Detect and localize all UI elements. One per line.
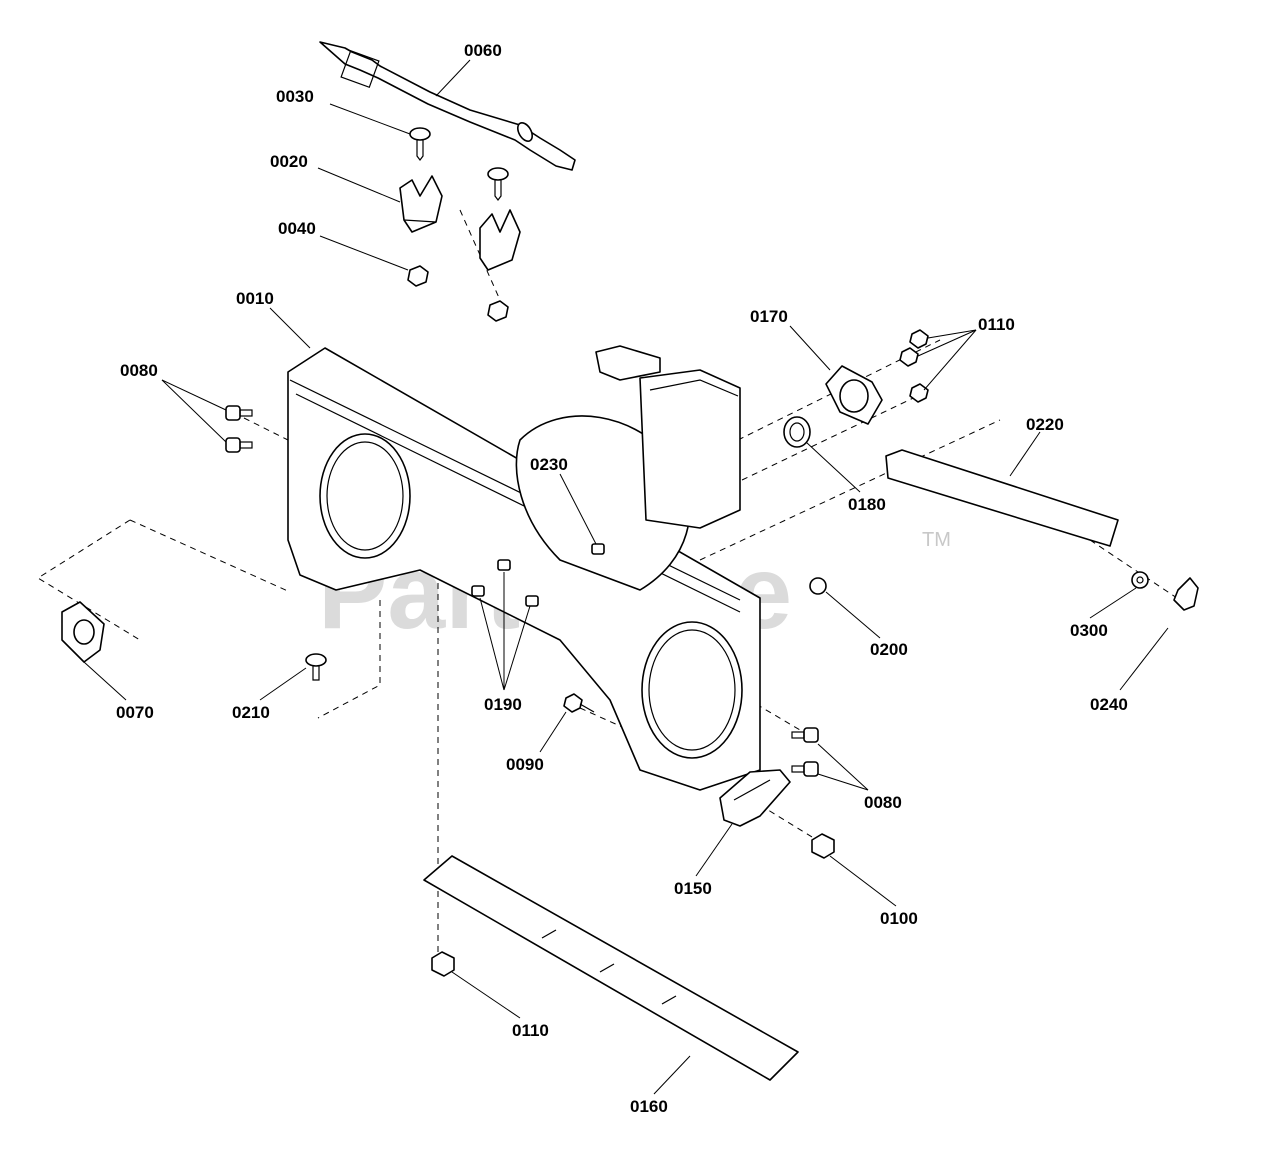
- callout-labels: 0060 0030 0020 0040 0010 0170 0110 0080 …: [116, 41, 1128, 1116]
- scraper-bar-part: [423, 855, 799, 1081]
- callout-0170[interactable]: 0170: [750, 307, 788, 326]
- callout-0220[interactable]: 0220: [1026, 415, 1064, 434]
- callout-0180[interactable]: 0180: [848, 495, 886, 514]
- callout-0200[interactable]: 0200: [870, 640, 908, 659]
- nut-0110-part: [431, 951, 455, 977]
- carriage-bolts-right-part: [791, 727, 819, 777]
- callout-0090[interactable]: 0090: [506, 755, 544, 774]
- chute-base-part: [595, 345, 741, 529]
- callout-0210[interactable]: 0210: [232, 703, 270, 722]
- callout-0160[interactable]: 0160: [630, 1097, 668, 1116]
- nut-part: [407, 265, 509, 322]
- callout-0150[interactable]: 0150: [674, 879, 712, 898]
- wing-nut-part: [1173, 577, 1199, 611]
- clip-left-part: [399, 175, 443, 233]
- clip-right-part: [479, 167, 521, 271]
- callout-0080-left[interactable]: 0080: [120, 361, 158, 380]
- callout-0080-right[interactable]: 0080: [864, 793, 902, 812]
- bolt-0200-part: [809, 577, 827, 595]
- callout-0010[interactable]: 0010: [236, 289, 274, 308]
- callout-0240[interactable]: 0240: [1090, 695, 1128, 714]
- shave-plate-part: [885, 449, 1119, 547]
- screw-part: [409, 127, 431, 161]
- callout-0190[interactable]: 0190: [484, 695, 522, 714]
- nut-0100-part: [811, 833, 835, 859]
- callout-0020[interactable]: 0020: [270, 152, 308, 171]
- callout-0300[interactable]: 0300: [1070, 621, 1108, 640]
- handle-rod-part: [319, 41, 576, 171]
- callout-0030[interactable]: 0030: [276, 87, 314, 106]
- callout-0040[interactable]: 0040: [278, 219, 316, 238]
- leader-lines: [83, 59, 1169, 1095]
- washer-part: [1131, 571, 1149, 589]
- flange-nuts-part: [899, 329, 929, 403]
- bolt-0230-part: [591, 543, 605, 555]
- callout-0070[interactable]: 0070: [116, 703, 154, 722]
- callout-0230[interactable]: 0230: [530, 455, 568, 474]
- bolts-center-part: [471, 559, 539, 607]
- skid-shoe-part: [719, 769, 791, 827]
- watermark-tm: TM: [922, 529, 951, 551]
- bearing-part: [783, 416, 811, 448]
- side-plate-part: [61, 601, 105, 663]
- callout-0110-top[interactable]: 0110: [978, 315, 1015, 334]
- bolt-0090-part: [563, 693, 595, 713]
- carriage-bolt-part: [305, 653, 327, 681]
- carriage-bolts-left-part: [225, 405, 253, 453]
- callout-0110-bottom[interactable]: 0110: [512, 1021, 549, 1040]
- bearing-flange-part: [825, 365, 883, 425]
- callout-0060[interactable]: 0060: [464, 41, 502, 60]
- callout-0100[interactable]: 0100: [880, 909, 918, 928]
